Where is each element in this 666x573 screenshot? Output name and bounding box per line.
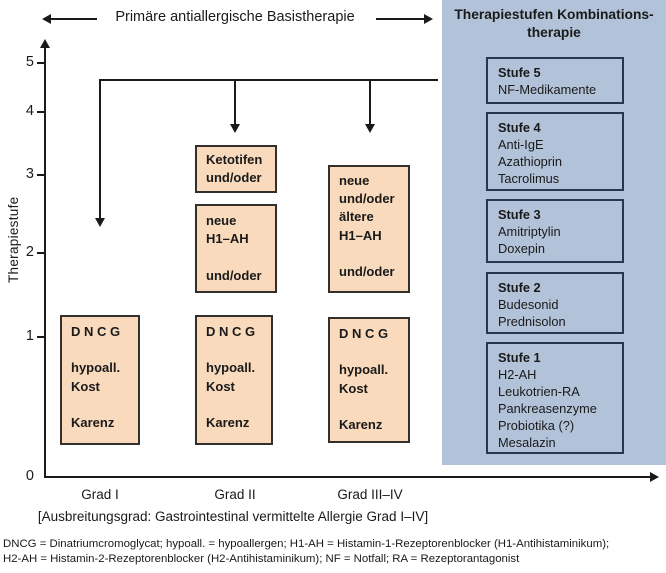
stufe-4-item: Tacrolimus	[498, 171, 560, 187]
box-line	[339, 398, 408, 416]
stufe-2-item: Prednisolon	[498, 314, 566, 330]
box-line	[339, 245, 408, 263]
y-tick-label: 1	[25, 328, 34, 344]
y-tick-label: 3	[25, 166, 34, 182]
box-line: Karenz	[71, 414, 115, 430]
box-line: hypoall.	[206, 360, 256, 376]
grad2-base-therapy-box: D N C G hypoall. Kost Karenz	[195, 315, 273, 445]
panel-title-line2: therapie	[527, 24, 581, 40]
box-line: hypoall.	[339, 362, 389, 378]
drop-arrow-grad3-line	[369, 79, 371, 125]
stufe-1-item: H2-AH	[498, 367, 537, 383]
stufe-5-box: Stufe 5 NF-Medikamente	[486, 57, 624, 104]
box-line: D N C G	[71, 324, 121, 339]
box-line: neue	[339, 173, 370, 188]
box-line	[71, 396, 138, 414]
stufe-1-item: Leukotrien-RA	[498, 384, 580, 400]
box-line: und/oder	[339, 191, 395, 207]
stufe-4-item: Anti-IgE	[498, 137, 544, 153]
box-line: hypoall.	[71, 360, 121, 376]
stufe-1-item: Mesalazin	[498, 435, 556, 451]
drop-arrow-grad1-line	[99, 79, 101, 219]
stufe-3-item: Amitriptylin	[498, 224, 561, 240]
banner-arrow-right-line	[376, 18, 424, 20]
banner-label: Primäre antiallergische Basistherapie	[115, 9, 355, 25]
x-axis-caption: [Ausbreitungsgrad: Gastrointestinal verm…	[37, 509, 429, 524]
footnote: DNCG = Dinatriumcromoglycat; hypoall. = …	[3, 537, 665, 568]
drop-arrow-grad3-icon	[365, 124, 375, 133]
box-line: Karenz	[206, 414, 250, 430]
connector-line	[99, 79, 438, 81]
stufe-3-item: Doxepin	[498, 241, 545, 257]
stufe-1-item: Pankreasenzyme	[498, 401, 597, 417]
box-line: ältere	[339, 209, 374, 225]
grad1-base-therapy-box: D N C G hypoall. Kost Karenz	[60, 315, 140, 445]
stufe-1-item: Probiotika (?)	[498, 418, 575, 434]
stufe-2-box: Stufe 2 Budesonid Prednisolon	[486, 272, 624, 334]
panel-title-line1: Therapiestufen Kombinations-	[454, 7, 654, 22]
x-label-grad1: Grad I	[81, 487, 119, 502]
drop-arrow-grad2-icon	[230, 124, 240, 133]
box-line: H1–AH	[339, 227, 382, 243]
grad2-ketotifen-box: Ketotifen und/oder	[195, 145, 277, 193]
y-tick	[37, 111, 44, 113]
drop-arrow-grad2-line	[234, 79, 236, 125]
box-line: D N C G	[339, 326, 389, 341]
box-line: neue	[206, 213, 237, 228]
stufe-4-box: Stufe 4 Anti-IgE Azathioprin Tacrolimus	[486, 112, 624, 191]
panel-title: Therapiestufen Kombinations- therapie	[442, 6, 666, 42]
footnote-line2: H2-AH = Histamin-2-Rezeptorenblocker (H2…	[3, 553, 520, 566]
combination-therapy-panel: Therapiestufen Kombinations- therapie St…	[442, 0, 666, 465]
box-line: D N C G	[206, 324, 256, 339]
stufe-1-label: Stufe 1	[498, 350, 541, 365]
footnote-line1: DNCG = Dinatriumcromoglycat; hypoall. = …	[3, 538, 610, 550]
y-tick	[37, 62, 44, 64]
drop-arrow-grad1-icon	[95, 218, 105, 227]
y-tick-label: 5	[25, 54, 34, 70]
box-line: und/oder	[206, 267, 262, 283]
box-line	[71, 341, 138, 359]
x-axis-line	[44, 476, 652, 478]
box-line: und/oder	[206, 170, 262, 186]
box-line: Karenz	[339, 416, 383, 432]
box-line: Kost	[339, 380, 368, 396]
y-tick	[37, 252, 44, 254]
grad3-h1-box: neue und/oder ältere H1–AH und/oder	[328, 165, 410, 293]
box-line	[206, 248, 275, 266]
x-axis-arrow-icon	[650, 472, 659, 482]
box-line	[339, 343, 408, 361]
y-axis-arrow-icon	[40, 39, 50, 48]
box-line	[206, 396, 271, 414]
box-line: H1–AH	[206, 231, 249, 247]
y-tick	[37, 174, 44, 176]
stufe-3-label: Stufe 3	[498, 207, 541, 222]
box-line: Kost	[71, 378, 100, 394]
box-line: Kost	[206, 378, 235, 394]
y-axis-title: Therapiestufe	[6, 196, 21, 284]
stufe-4-item: Azathioprin	[498, 154, 563, 170]
y-tick	[37, 336, 44, 338]
stufe-2-label: Stufe 2	[498, 280, 541, 295]
y-axis-line	[44, 47, 46, 478]
banner-arrow-right-icon	[424, 14, 433, 24]
stufe-4-label: Stufe 4	[498, 120, 541, 135]
stufe-5-item: NF-Medikamente	[498, 82, 597, 98]
grad2-h1-box: neue H1–AH und/oder	[195, 204, 277, 293]
y-tick-label: 4	[25, 103, 34, 119]
banner-arrow-left-line	[49, 18, 97, 20]
x-label-grad3: Grad III–IV	[337, 487, 403, 502]
stufe-2-item: Budesonid	[498, 297, 559, 313]
grad3-base-therapy-box: D N C G hypoall. Kost Karenz	[328, 317, 410, 443]
y-tick-label: 2	[25, 244, 34, 260]
stufe-3-box: Stufe 3 Amitriptylin Doxepin	[486, 199, 624, 263]
box-line: Ketotifen	[206, 152, 263, 167]
stufe-1-box: Stufe 1 H2-AH Leukotrien-RA Pankreasenzy…	[486, 342, 624, 454]
y-origin-label: 0	[25, 468, 34, 484]
box-line: und/oder	[339, 263, 395, 279]
stufe-5-label: Stufe 5	[498, 65, 541, 80]
banner-arrow-left-icon	[42, 14, 51, 24]
x-label-grad2: Grad II	[214, 487, 256, 502]
box-line	[206, 341, 271, 359]
